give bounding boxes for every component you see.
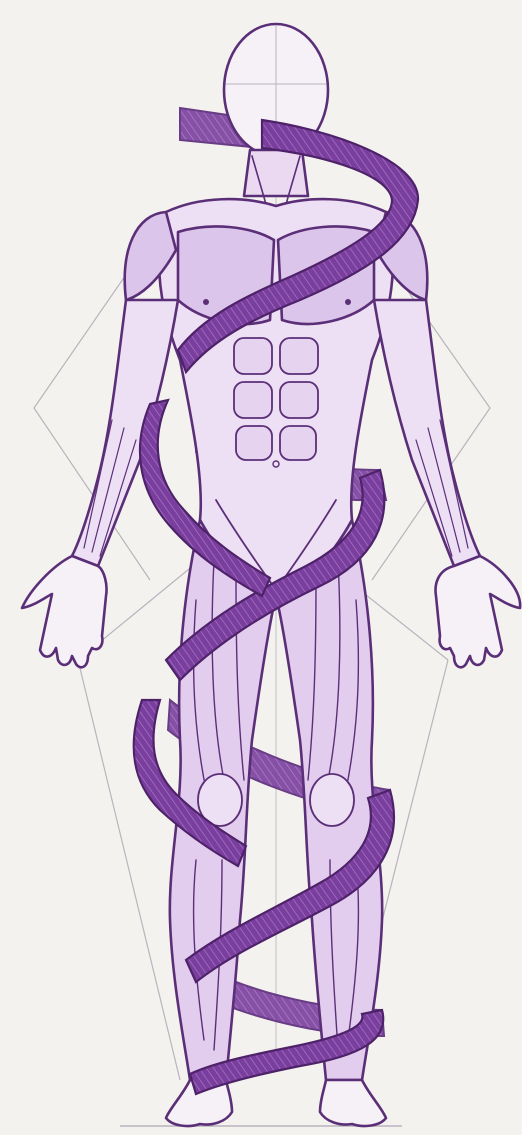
body: [22, 24, 520, 1126]
nipple-right: [345, 299, 351, 305]
neck: [244, 150, 308, 196]
hand-left: [22, 556, 107, 667]
hand-right: [436, 556, 521, 667]
arm-left: [72, 300, 178, 566]
arm-right: [374, 300, 480, 566]
knee-right: [310, 774, 354, 826]
foot-right: [320, 1080, 386, 1126]
nipple-left: [203, 299, 209, 305]
guide-left-lower: [78, 660, 180, 1080]
